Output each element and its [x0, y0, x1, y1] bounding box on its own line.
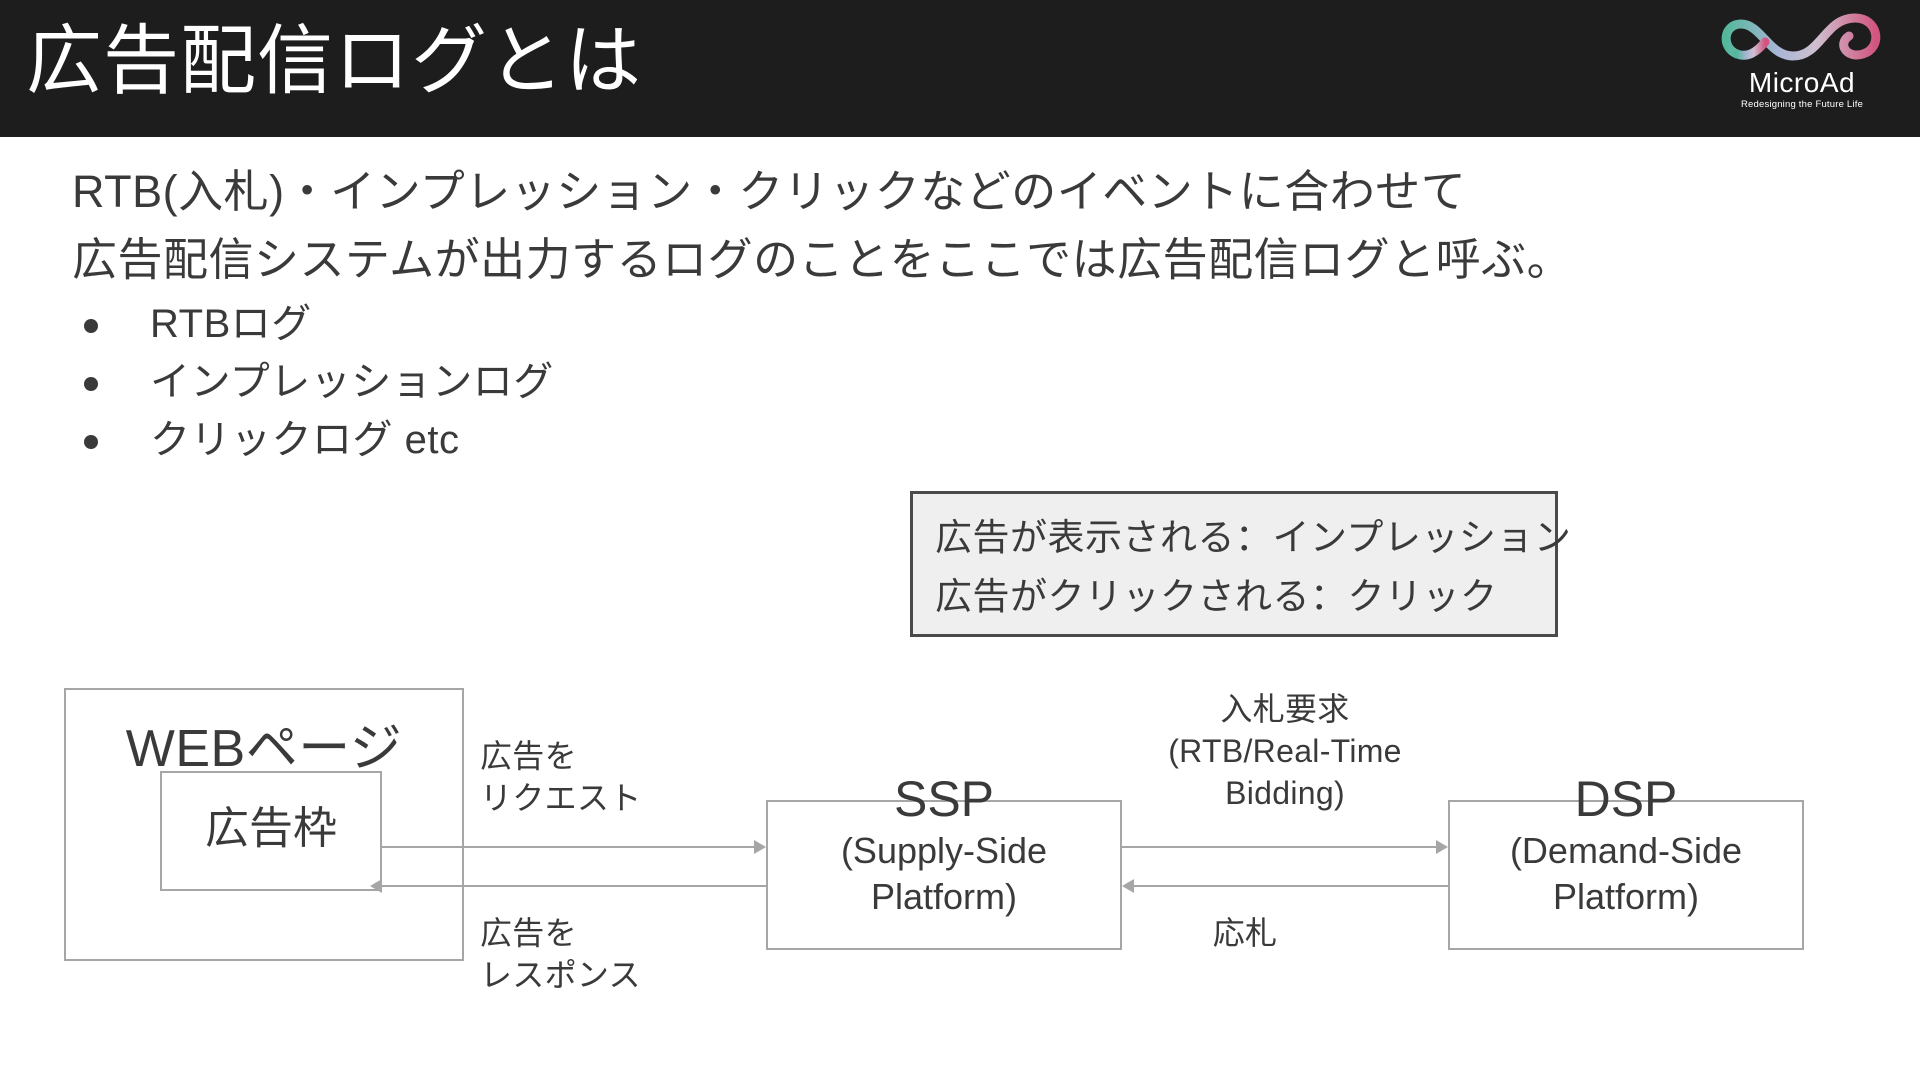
- arrow-label-ad-response: 広告を レスポンス: [480, 915, 641, 993]
- diagram-node-webpage-label: WEBページ: [125, 720, 403, 778]
- list-item-label: RTBログ: [150, 302, 312, 346]
- list-item: RTBログ: [78, 295, 838, 353]
- arrow-label-bid-response: 応札: [1212, 915, 1278, 951]
- arrow-bid-request-head-icon: [1436, 840, 1448, 854]
- bullet-dot-icon: [84, 319, 98, 333]
- microad-ribbon-icon: [1721, 13, 1881, 61]
- list-item-label: クリックログ etc: [150, 418, 460, 462]
- list-item: クリックログ etc: [78, 411, 838, 469]
- arrow-bid-response-line: [1134, 885, 1448, 887]
- logo-tagline: Redesigning the Future Life: [1740, 99, 1864, 110]
- callout-line-click: 広告がクリックされる：クリック: [935, 576, 1498, 617]
- diagram-node-dsp-full-line1: (Demand-Side: [1509, 830, 1743, 871]
- arrow-ad-response-head-icon: [370, 879, 382, 893]
- diagram-node-ssp-full-line1: (Supply-Side: [840, 830, 1048, 871]
- callout-line-impression: 広告が表示される：インプレッション: [935, 517, 1572, 558]
- list-item: インプレッションログ: [78, 353, 838, 411]
- lede-paragraph: RTB(入札)・インプレッション・クリックなどのイベントに合わせて 広告配信シス…: [72, 166, 1573, 285]
- arrow-bid-response-head-icon: [1122, 879, 1134, 893]
- log-type-list: RTBログ インプレッションログ クリックログ etc: [78, 295, 838, 469]
- diagram-node-dsp-abbr: DSP: [1574, 771, 1678, 827]
- arrow-label-ad-request: 広告を リクエスト: [480, 738, 642, 816]
- arrow-label-bid-request: 入札要求 (RTB/Real-Time Bidding): [1168, 691, 1402, 811]
- header-bar: [0, 0, 1920, 137]
- diagram-node-ssp: SSP (Supply-Side Platform): [766, 771, 1122, 950]
- microad-logo: MicroAd Redesigning the Future Life: [1712, 8, 1892, 126]
- adtech-flow-diagram: WEBページ 広告枠 SSP (Supply-Side Platform) DS…: [0, 640, 1920, 1080]
- list-item-label: インプレッションログ: [150, 360, 554, 404]
- page-title: 広告配信ログとは: [26, 19, 642, 104]
- arrow-ad-request-line: [382, 846, 754, 848]
- diagram-node-dsp: DSP (Demand-Side Platform): [1448, 771, 1804, 950]
- logo-wordmark: MicroAd: [1748, 67, 1856, 98]
- diagram-node-dsp-full-line2: Platform): [1552, 876, 1700, 917]
- bullet-dot-icon: [84, 377, 98, 391]
- arrow-ad-request-head-icon: [754, 840, 766, 854]
- arrow-bid-request-line: [1122, 846, 1436, 848]
- diagram-node-ssp-full-line2: Platform): [870, 876, 1018, 917]
- diagram-node-adslot-label: 広告枠: [205, 804, 337, 853]
- bullet-dot-icon: [84, 435, 98, 449]
- diagram-node-adslot: 広告枠: [160, 771, 382, 891]
- definition-callout-box: 広告が表示される：インプレッション 広告がクリックされる：クリック: [910, 491, 1572, 637]
- diagram-node-ssp-abbr: SSP: [893, 771, 995, 827]
- arrow-ad-response-line: [382, 885, 766, 887]
